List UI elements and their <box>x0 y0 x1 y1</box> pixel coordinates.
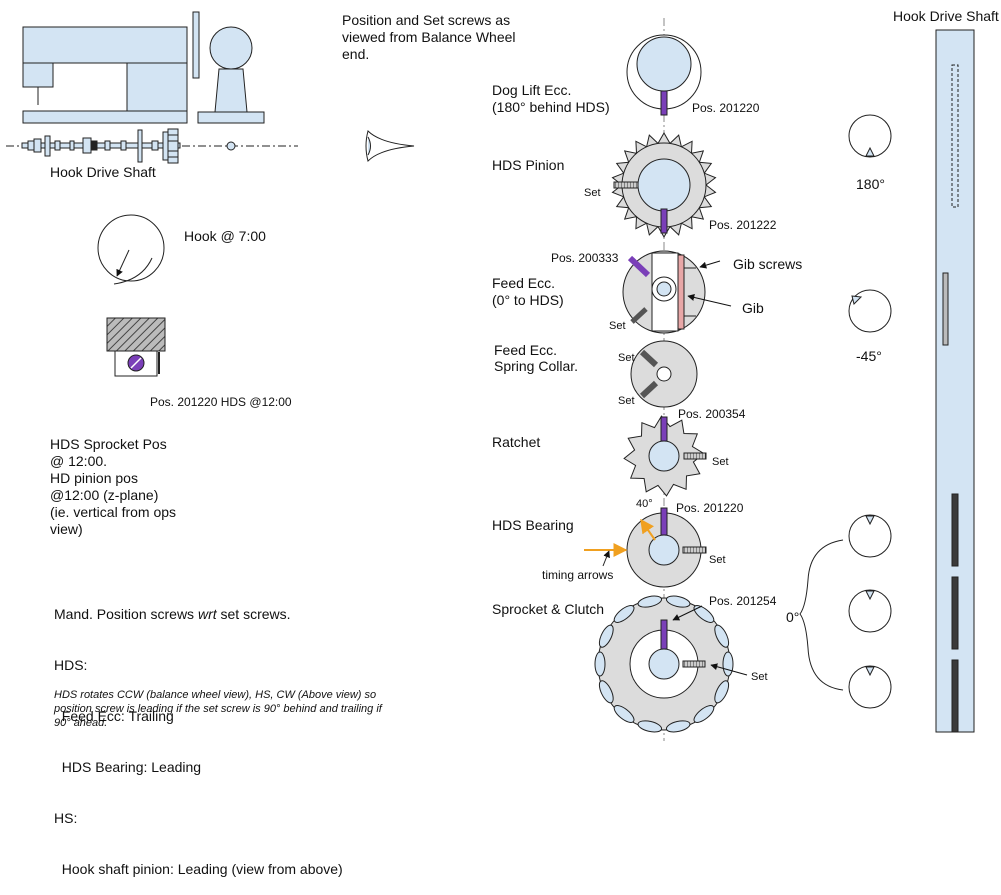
hds-bearing-pos: Pos. 201220 <box>676 501 744 515</box>
sprocket-tooth <box>665 720 691 733</box>
worm-gear-icon <box>106 317 166 377</box>
sprocket-tooth <box>637 720 663 733</box>
sprocket-tooth <box>613 605 635 623</box>
hds-pinion-part <box>611 131 717 239</box>
dog-lift-subtitle: (180° behind HDS) <box>492 99 610 115</box>
spring-collar-set-top: Set <box>618 352 635 364</box>
feed-ecc-subtitle: (0° to HDS) <box>492 292 564 308</box>
feed-ecc-part <box>622 250 706 334</box>
dog-lift-title: Dog Lift Ecc. <box>492 82 572 98</box>
sprocket-tooth <box>714 680 730 704</box>
spring-collar-subtitle: Spring Collar. <box>494 358 579 374</box>
sprocket-note-line: view) <box>50 521 83 537</box>
gib-label: Gib <box>742 300 764 316</box>
timing-arrows-label: timing arrows <box>542 568 614 582</box>
dog-lift-pos: Pos. 201220 <box>692 101 760 115</box>
hook-icon <box>97 214 165 285</box>
sprocket-tooth <box>598 680 614 704</box>
feed-ecc-set: Set <box>609 320 626 332</box>
sprocket-tooth <box>722 651 734 677</box>
ratchet-title: Ratchet <box>492 434 541 450</box>
sprocket-pos: Pos. 201254 <box>709 594 777 608</box>
ratchet-set: Set <box>712 456 729 468</box>
screws-view-note: Position and Set screws as viewed from B… <box>342 12 516 62</box>
sprocket-tooth <box>594 651 606 677</box>
footnote: HDS rotates CCW (balance wheel view), HS… <box>54 689 382 729</box>
hds-bearing-angle: 40° <box>636 498 653 510</box>
dog-lift-ecc-part <box>626 34 702 116</box>
angle-0-label: 0° <box>786 609 800 625</box>
sprocket-tooth <box>693 605 715 623</box>
hds-pinion-title: HDS Pinion <box>492 157 565 173</box>
position-label: Pos. 201220 HDS @12:00 <box>150 395 292 409</box>
gib-screws-label: Gib screws <box>733 256 803 272</box>
sprocket-tooth <box>637 595 663 608</box>
ratchet-part <box>623 415 707 497</box>
diagram-artwork <box>6 11 975 741</box>
mand-note: Mand. Position screws wrt set screws. HD… <box>54 572 343 895</box>
sewing-machine-sketch <box>22 11 265 124</box>
orientation-markers <box>799 114 892 709</box>
hook-drive-shaft-label: Hook Drive Shaft <box>50 164 156 180</box>
sprocket-note-line: (ie. vertical from ops <box>50 504 177 520</box>
sprocket-clutch-part <box>594 595 734 733</box>
hds-pinion-set: Set <box>584 187 601 199</box>
sprocket-note-line: @12:00 (z-plane) <box>50 487 159 503</box>
mand-line: Mand. Position screws wrt set screws. <box>54 606 291 622</box>
mand-line: HS: <box>54 810 78 826</box>
sprocket-title: Sprocket & Clutch <box>492 601 605 617</box>
sprocket-tooth <box>714 624 730 648</box>
mand-line: Feed Ecc: Trailing <box>54 708 174 724</box>
mand-line: Hook shaft pinion: Leading (view from ab… <box>54 861 343 877</box>
angle-180-label: 180° <box>856 176 885 192</box>
spring-collar-part <box>630 340 698 408</box>
hook-label: Hook @ 7:00 <box>184 228 266 244</box>
hook-drive-shaft-sketch <box>6 128 298 164</box>
angle-minus45-label: -45° <box>856 348 882 364</box>
sprocket-note-line: @ 12:00. <box>50 453 108 469</box>
sprocket-set: Set <box>751 671 768 683</box>
hds-bearing-set: Set <box>709 554 726 566</box>
mand-line: HDS: <box>54 657 88 673</box>
hds-pinion-pos: Pos. 201222 <box>709 218 777 232</box>
ratchet-pos: Pos. 200354 <box>678 407 746 421</box>
sprocket-tooth <box>598 624 614 648</box>
feed-ecc-pos: Pos. 200333 <box>551 251 619 265</box>
right-panel-title: Hook Drive Shaft <box>893 8 999 24</box>
sprocket-note: HDS Sprocket Pos @ 12:00. HD pinion pos … <box>50 436 176 538</box>
spring-collar-title: Feed Ecc. <box>494 342 558 358</box>
sprocket-tooth <box>613 705 635 723</box>
feed-ecc-title: Feed Ecc. <box>492 275 556 291</box>
sprocket-tooth <box>693 705 715 723</box>
hds-bearing-title: HDS Bearing <box>492 517 574 533</box>
sprocket-tooth <box>665 595 691 608</box>
sprocket-note-line: HDS Sprocket Pos <box>50 436 167 452</box>
hds-bearing-part <box>584 507 707 588</box>
sprocket-note-line: HD pinion pos <box>50 470 138 486</box>
eye-icon <box>365 130 415 162</box>
spring-collar-set-bottom: Set <box>618 395 635 407</box>
callout-arrows <box>672 260 748 676</box>
mand-line: HDS Bearing: Leading <box>54 759 202 775</box>
right-shaft <box>935 29 975 733</box>
